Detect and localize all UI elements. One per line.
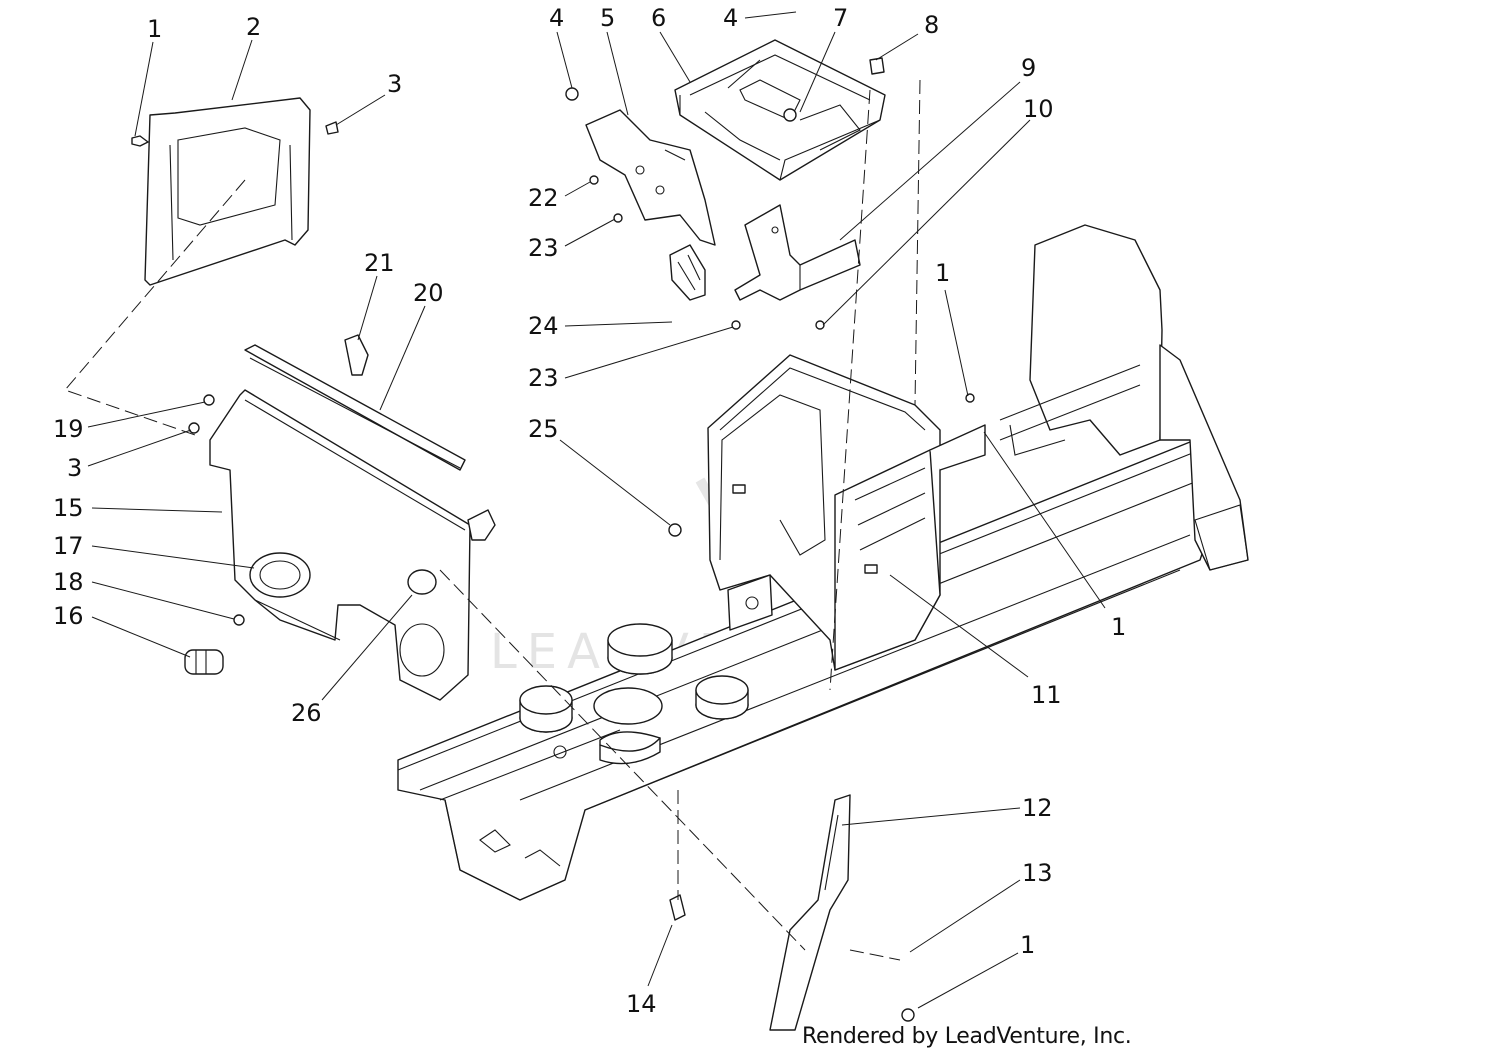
left-panel-2 — [144, 97, 311, 286]
callout-23-lower: 23 — [528, 364, 559, 392]
callout-8: 8 — [924, 11, 939, 39]
callout-1-bottom: 1 — [1020, 931, 1035, 959]
callout-16: 16 — [53, 602, 84, 630]
bracket-5 — [585, 109, 716, 246]
callout-1-upper-right: 1 — [935, 259, 950, 287]
callout-17: 17 — [53, 532, 84, 560]
callout-22: 22 — [528, 184, 559, 212]
callout-20: 20 — [413, 279, 444, 307]
tower-frame — [707, 354, 986, 671]
side-panel-15 — [209, 389, 471, 701]
callout-1-right: 1 — [1111, 613, 1126, 641]
motor-mounts — [519, 623, 749, 765]
callout-4-top: 4 — [723, 4, 738, 32]
callout-1: 1 — [147, 15, 162, 43]
callout-21: 21 — [364, 249, 395, 277]
callout-14: 14 — [626, 990, 657, 1018]
callout-26: 26 — [291, 699, 322, 727]
callout-10: 10 — [1023, 95, 1054, 123]
switch-24 — [669, 244, 706, 301]
callout-13: 13 — [1022, 859, 1053, 887]
assembly-lines — [64, 79, 921, 961]
callout-6: 6 — [651, 4, 666, 32]
callout-7: 7 — [833, 4, 848, 32]
callout-3: 3 — [387, 70, 402, 98]
leader-lines — [87, 11, 1106, 1009]
callout-3-left: 3 — [67, 454, 82, 482]
rail-20 — [244, 344, 466, 471]
credit-text: Rendered by LeadVenture, Inc. — [802, 1024, 1132, 1049]
callout-15: 15 — [53, 494, 84, 522]
callout-12: 12 — [1022, 794, 1053, 822]
callout-11: 11 — [1031, 681, 1062, 709]
callout-18: 18 — [53, 568, 84, 596]
callout-5: 5 — [600, 4, 615, 32]
callout-25: 25 — [528, 415, 559, 443]
callout-4: 4 — [549, 4, 564, 32]
callouts: 1 2 3 4 5 6 4 7 8 9 10 22 23 24 23 25 21… — [53, 4, 1126, 1018]
hardware — [131, 57, 975, 1031]
bracket-9 — [734, 204, 861, 301]
control-panel-bracket — [674, 39, 886, 181]
callout-24: 24 — [528, 312, 559, 340]
callout-9: 9 — [1021, 54, 1036, 82]
callout-2: 2 — [246, 13, 261, 41]
callout-19: 19 — [53, 415, 84, 443]
right-side-rail — [999, 224, 1249, 571]
callout-23: 23 — [528, 234, 559, 262]
